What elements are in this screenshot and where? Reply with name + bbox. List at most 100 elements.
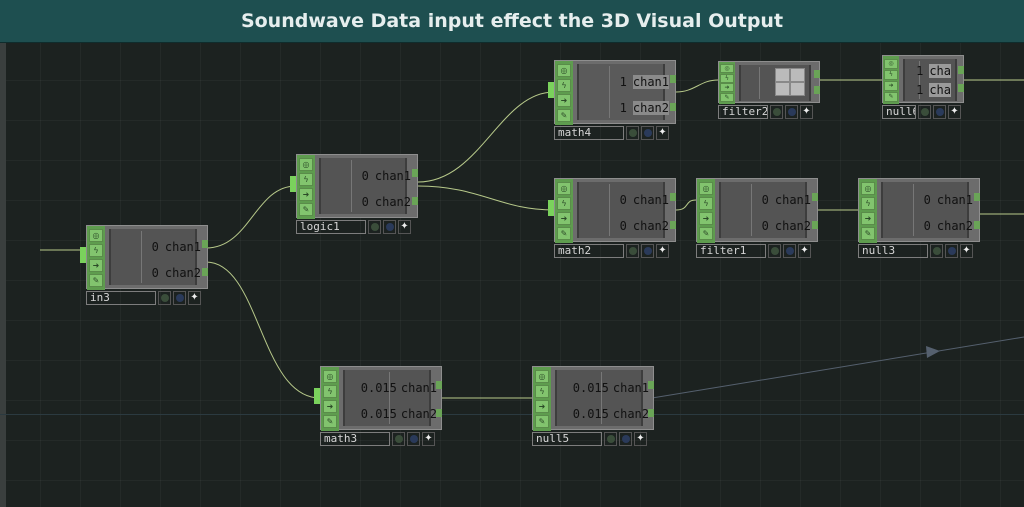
viewer-toggle[interactable] bbox=[918, 105, 931, 119]
node-outlets[interactable] bbox=[670, 75, 676, 111]
outlet-1[interactable] bbox=[814, 70, 820, 78]
target-icon[interactable]: ◎ bbox=[861, 182, 875, 195]
target-icon[interactable]: ◎ bbox=[535, 370, 549, 383]
target-icon[interactable]: ◎ bbox=[557, 64, 571, 77]
node-outlets[interactable] bbox=[436, 381, 442, 417]
arrow-right-icon[interactable]: ➜ bbox=[323, 400, 337, 413]
lightning-icon[interactable]: ϟ bbox=[557, 197, 571, 210]
lightning-icon[interactable]: ϟ bbox=[299, 173, 313, 186]
wand-toggle[interactable]: ✦ bbox=[398, 220, 411, 234]
lightning-icon[interactable]: ϟ bbox=[535, 385, 549, 398]
wand-toggle[interactable]: ✦ bbox=[798, 244, 811, 258]
wand-toggle[interactable]: ✦ bbox=[422, 432, 435, 446]
bypass-toggle[interactable] bbox=[641, 244, 654, 258]
node-outlets[interactable] bbox=[670, 193, 676, 229]
outlet-2[interactable] bbox=[412, 197, 418, 205]
wand-toggle[interactable]: ✦ bbox=[188, 291, 201, 305]
paint-icon[interactable]: ✎ bbox=[89, 274, 103, 287]
paint-icon[interactable]: ✎ bbox=[557, 109, 571, 122]
wand-toggle[interactable]: ✦ bbox=[948, 105, 961, 119]
node-name[interactable]: filter2 bbox=[718, 105, 768, 119]
target-icon[interactable]: ◎ bbox=[323, 370, 337, 383]
bypass-toggle[interactable] bbox=[407, 432, 420, 446]
viewer-toggle[interactable] bbox=[770, 105, 783, 119]
node-name[interactable]: null6 bbox=[882, 105, 916, 119]
wand-toggle[interactable]: ✦ bbox=[656, 244, 669, 258]
node-input-plug[interactable] bbox=[80, 247, 88, 263]
arrow-right-icon[interactable]: ➜ bbox=[884, 80, 898, 91]
node-outlets[interactable] bbox=[412, 169, 418, 205]
arrow-right-icon[interactable]: ➜ bbox=[557, 94, 571, 107]
node-input-plug[interactable] bbox=[290, 176, 298, 192]
paint-icon[interactable]: ✎ bbox=[720, 92, 734, 102]
node-name[interactable]: null5 bbox=[532, 432, 602, 446]
viewer-toggle[interactable] bbox=[930, 244, 943, 258]
node-name[interactable]: math4 bbox=[554, 126, 624, 140]
target-icon[interactable]: ◎ bbox=[89, 229, 103, 242]
paint-icon[interactable]: ✎ bbox=[535, 415, 549, 428]
outlet-2[interactable] bbox=[814, 86, 820, 94]
paint-icon[interactable]: ✎ bbox=[299, 203, 313, 216]
lightning-icon[interactable]: ϟ bbox=[557, 79, 571, 92]
arrow-right-icon[interactable]: ➜ bbox=[720, 83, 734, 93]
wand-toggle[interactable]: ✦ bbox=[634, 432, 647, 446]
outlet-2[interactable] bbox=[648, 409, 654, 417]
lightning-icon[interactable]: ϟ bbox=[884, 69, 898, 80]
wand-toggle[interactable]: ✦ bbox=[960, 244, 973, 258]
node-input-plug[interactable] bbox=[548, 82, 556, 98]
outlet-2[interactable] bbox=[974, 221, 980, 229]
viewer-toggle[interactable] bbox=[392, 432, 405, 446]
target-icon[interactable]: ◎ bbox=[720, 64, 734, 74]
viewer-toggle[interactable] bbox=[768, 244, 781, 258]
lightning-icon[interactable]: ϟ bbox=[861, 197, 875, 210]
bypass-toggle[interactable] bbox=[619, 432, 632, 446]
wand-toggle[interactable]: ✦ bbox=[800, 105, 813, 119]
viewer-toggle[interactable] bbox=[626, 244, 639, 258]
node-outlets[interactable] bbox=[648, 381, 654, 417]
lightning-icon[interactable]: ϟ bbox=[699, 197, 713, 210]
bypass-toggle[interactable] bbox=[783, 244, 796, 258]
arrow-right-icon[interactable]: ➜ bbox=[699, 212, 713, 225]
outlet-1[interactable] bbox=[202, 240, 208, 248]
wand-toggle[interactable]: ✦ bbox=[656, 126, 669, 140]
lightning-icon[interactable]: ϟ bbox=[720, 73, 734, 83]
node-name[interactable]: null3 bbox=[858, 244, 928, 258]
node-outlets[interactable] bbox=[202, 240, 208, 276]
node-name[interactable]: filter1 bbox=[696, 244, 766, 258]
paint-icon[interactable]: ✎ bbox=[323, 415, 337, 428]
node-name[interactable]: math2 bbox=[554, 244, 624, 258]
node-name[interactable]: logic1 bbox=[296, 220, 366, 234]
paint-icon[interactable]: ✎ bbox=[699, 227, 713, 240]
viewer-toggle[interactable] bbox=[626, 126, 639, 140]
outlet-1[interactable] bbox=[648, 381, 654, 389]
viewer-toggle[interactable] bbox=[604, 432, 617, 446]
outlet-1[interactable] bbox=[436, 381, 442, 389]
node-name[interactable]: in3 bbox=[86, 291, 156, 305]
paint-icon[interactable]: ✎ bbox=[557, 227, 571, 240]
outlet-1[interactable] bbox=[812, 193, 818, 201]
node-body[interactable]: ◎ ϟ ➜ ✎ bbox=[718, 61, 820, 104]
outlet-1[interactable] bbox=[958, 66, 964, 74]
paint-icon[interactable]: ✎ bbox=[884, 91, 898, 102]
outlet-2[interactable] bbox=[436, 409, 442, 417]
outlet-1[interactable] bbox=[412, 169, 418, 177]
outlet-2[interactable] bbox=[202, 268, 208, 276]
bypass-toggle[interactable] bbox=[945, 244, 958, 258]
paint-icon[interactable]: ✎ bbox=[861, 227, 875, 240]
arrow-right-icon[interactable]: ➜ bbox=[557, 212, 571, 225]
bypass-toggle[interactable] bbox=[173, 291, 186, 305]
outlet-1[interactable] bbox=[974, 193, 980, 201]
